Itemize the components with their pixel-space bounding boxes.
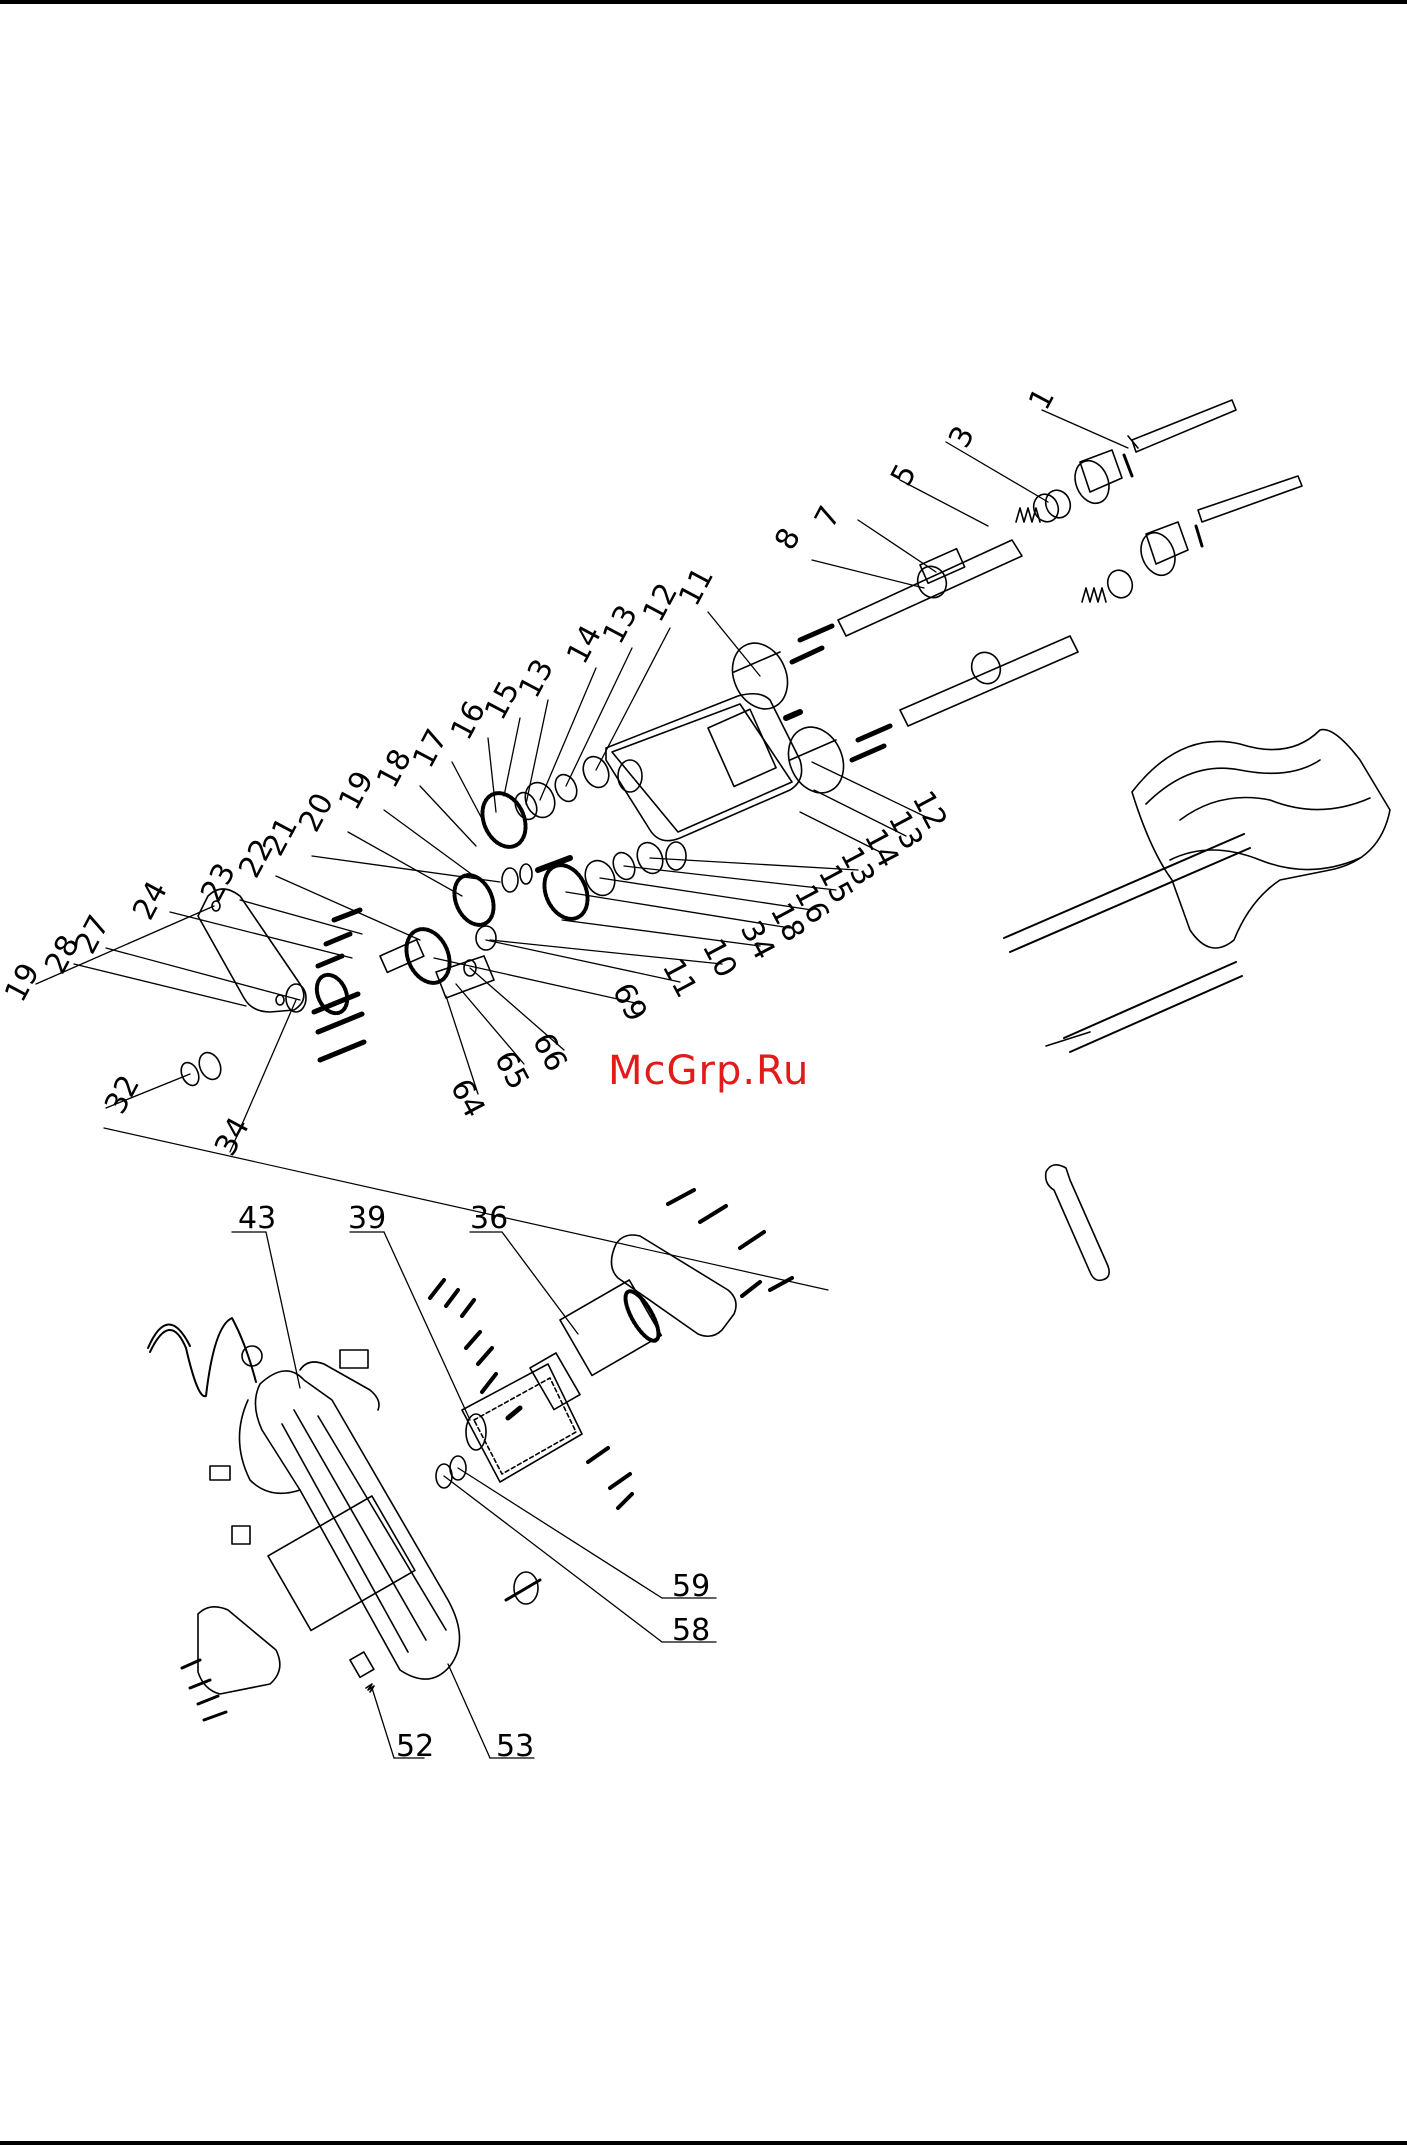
motor-stator-39	[462, 1364, 582, 1482]
callout-32: 32	[98, 1070, 147, 1120]
motor-armature-36	[508, 1280, 665, 1418]
callout-8: 8	[768, 522, 808, 555]
callout-34: 34	[208, 1112, 257, 1162]
output-spindle-lower	[900, 636, 1078, 726]
screws-top	[786, 626, 890, 760]
chuck-nut-lower	[1135, 522, 1202, 580]
callout-1: 1	[1022, 382, 1062, 415]
ring-seal-stack-upper	[511, 753, 613, 823]
side-knob	[506, 1572, 540, 1604]
callout-39: 39	[348, 1201, 386, 1236]
callout-59: 59	[672, 1569, 710, 1604]
spring-lower	[1082, 588, 1106, 602]
mixer-paddle	[1004, 730, 1390, 1052]
callout-65: 65	[487, 1045, 536, 1095]
bushing-upper	[1030, 487, 1075, 526]
callout-36: 36	[470, 1201, 508, 1236]
cord-clamp	[210, 1350, 368, 1544]
callout-3: 3	[942, 420, 982, 453]
output-spindle-upper	[838, 540, 1022, 636]
callout-52: 52	[396, 1729, 434, 1764]
watermark-text: McGrp.Ru	[608, 1048, 809, 1094]
gearbox-cover-plate	[198, 889, 353, 1018]
main-housing-handle	[239, 1362, 459, 1679]
callout-53: 53	[496, 1729, 534, 1764]
gearbox-housing	[606, 634, 854, 870]
bearing-pair-32	[178, 1049, 225, 1088]
callout-5: 5	[884, 458, 924, 491]
callout-43: 43	[238, 1201, 276, 1236]
callout-24: 24	[126, 876, 175, 926]
callout-7: 7	[808, 500, 848, 533]
cluster-gear-10	[380, 922, 496, 989]
wrench	[1046, 1165, 1109, 1281]
spindle-shaft-lower	[1198, 476, 1302, 522]
power-cord	[148, 1318, 262, 1396]
callout-58: 58	[672, 1613, 710, 1648]
callout-10: 10	[695, 933, 744, 983]
callout-66: 66	[525, 1027, 574, 1077]
bottom-rule	[0, 2141, 1407, 2145]
callout-69: 69	[605, 977, 654, 1027]
brush-52	[350, 1652, 374, 1692]
bushing-lower	[1104, 567, 1137, 602]
spindle-shaft-upper	[1128, 400, 1236, 452]
washers-58-59	[436, 1456, 466, 1488]
motor-screws	[430, 1190, 792, 1508]
motor-cap	[611, 1235, 736, 1336]
callout-64: 64	[443, 1073, 492, 1123]
chuck-nut-upper	[1069, 450, 1132, 508]
leader-lines	[36, 410, 1128, 1758]
switch-assembly	[182, 1607, 280, 1720]
